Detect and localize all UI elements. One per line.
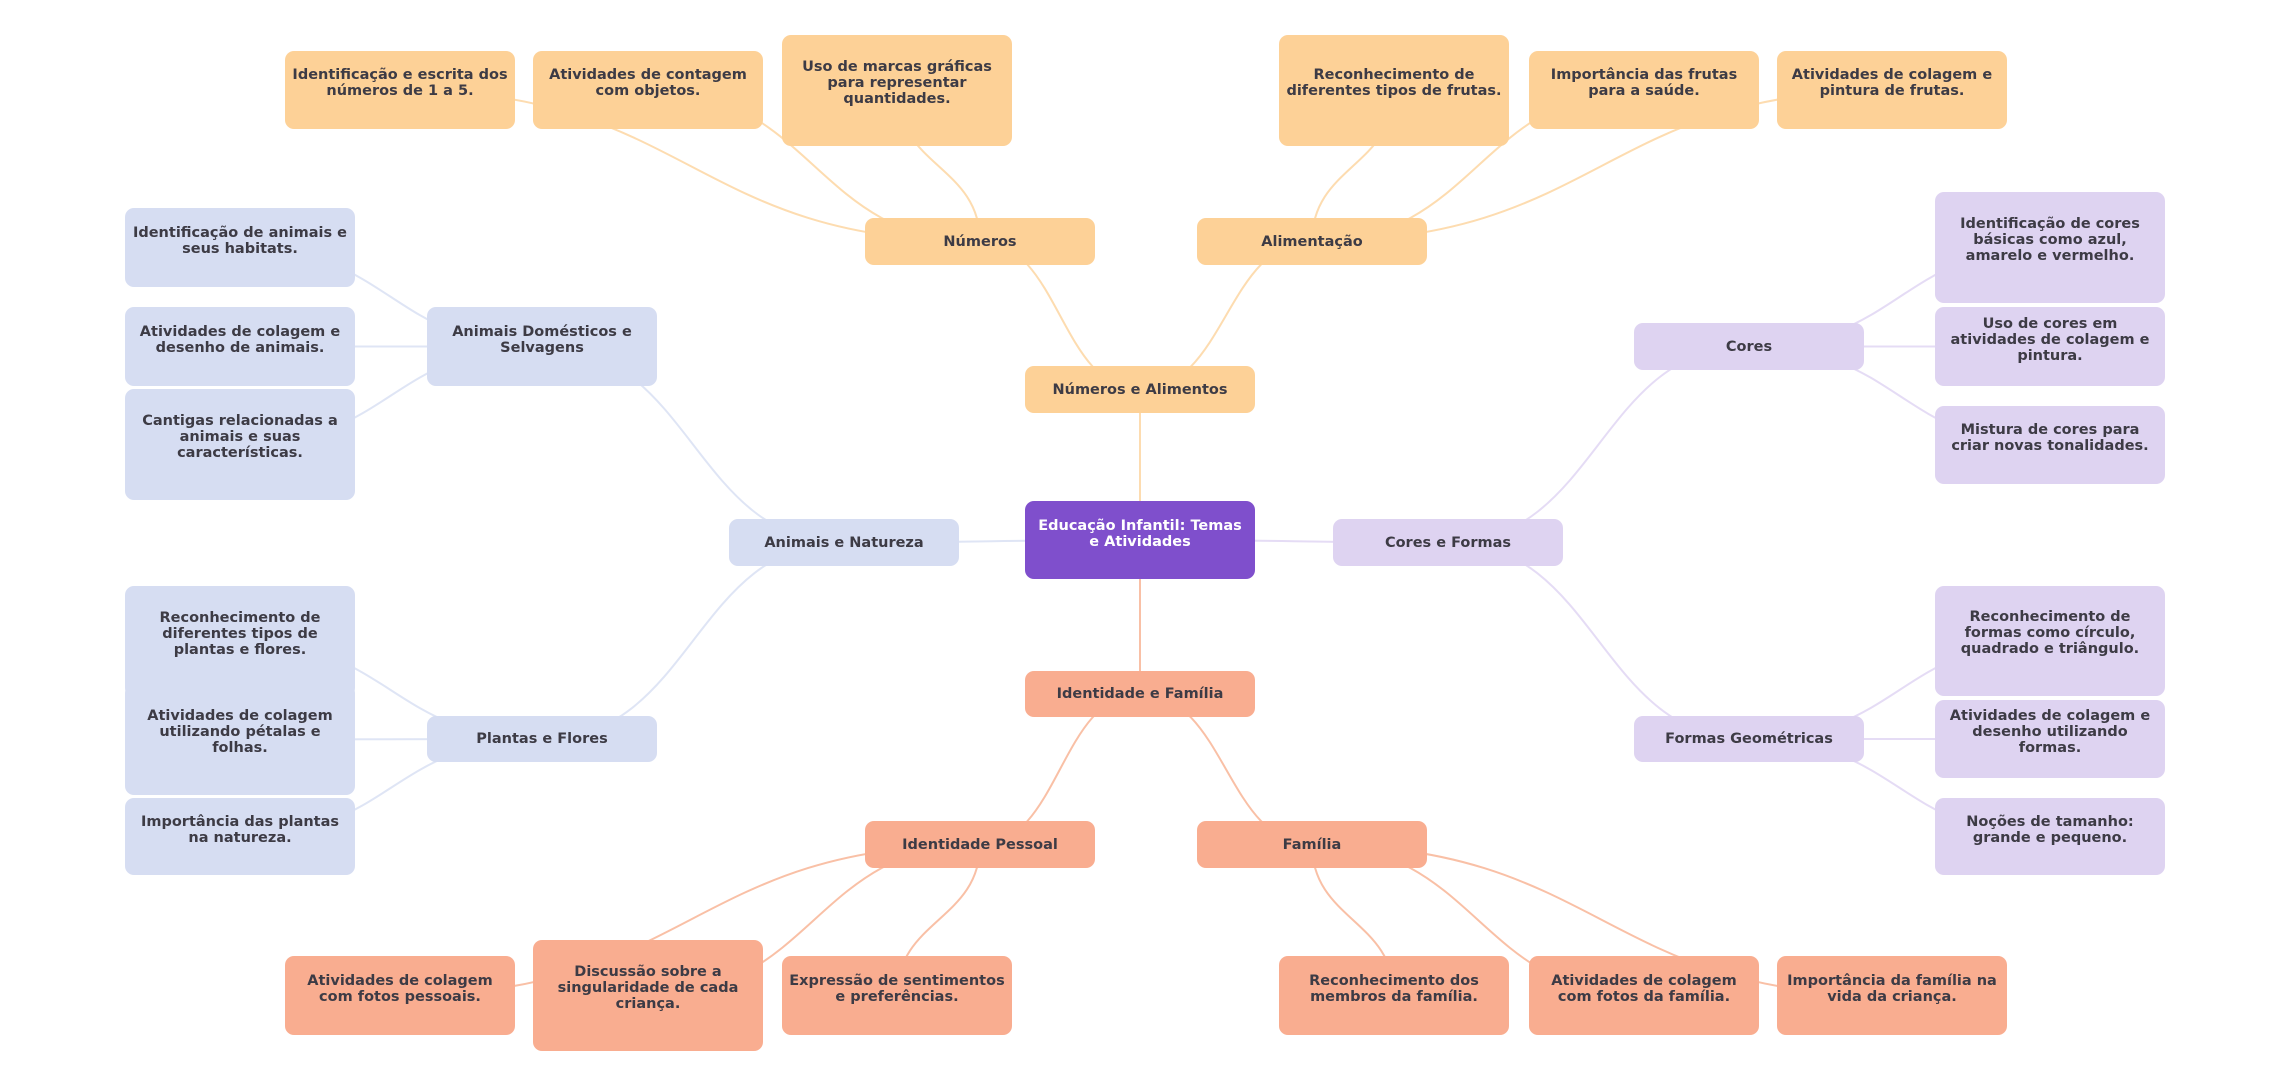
- leaf-node[interactable]: Importância das frutas para a saúde.: [1529, 51, 1759, 129]
- leaf-label: Atividades de colagem e desenho de anima…: [139, 323, 341, 356]
- leaf-node[interactable]: Uso de cores em atividades de colagem e …: [1935, 307, 2165, 386]
- leaf-node[interactable]: Noções de tamanho: grande e pequeno.: [1935, 798, 2165, 875]
- leaf-node[interactable]: Atividades de colagem e pintura de fruta…: [1777, 51, 2007, 129]
- leaf-node[interactable]: Reconhecimento de diferentes tipos de pl…: [125, 586, 355, 697]
- leaf-node[interactable]: Atividades de colagem com fotos pessoais…: [285, 956, 515, 1035]
- leaf-label: Discussão sobre a singularidade de cada …: [557, 963, 739, 1012]
- branch-label: Animais e Natureza: [764, 534, 924, 551]
- leaf-node[interactable]: Reconhecimento dos membros da família.: [1279, 956, 1509, 1035]
- topic-node-familia[interactable]: Família: [1197, 821, 1427, 868]
- leaf-node[interactable]: Reconhecimento de diferentes tipos de fr…: [1279, 35, 1509, 146]
- root-node-label: Educação Infantil: Temas e Atividades: [1038, 518, 1242, 550]
- leaf-label: Reconhecimento de diferentes tipos de pl…: [159, 609, 321, 658]
- topic-label: Alimentação: [1261, 233, 1363, 250]
- connector-line: [1447, 345, 1750, 544]
- leaf-label: Atividades de colagem e desenho utilizan…: [1949, 708, 2151, 756]
- topic-node-numeros[interactable]: Números: [865, 218, 1095, 265]
- topic-node-alimentacao[interactable]: Alimentação: [1197, 218, 1427, 265]
- leaf-label: Atividades de colagem utilizando pétalas…: [147, 707, 333, 756]
- topic-label: Família: [1282, 836, 1342, 853]
- leaf-label: Cantigas relacionadas a animais e suas c…: [142, 412, 338, 461]
- branch-node-identidade-e-familia[interactable]: Identidade e Família: [1025, 671, 1255, 717]
- branch-node-animais-e-natureza[interactable]: Animais e Natureza: [729, 519, 959, 566]
- leaf-node[interactable]: Atividades de colagem e desenho de anima…: [125, 307, 355, 386]
- leaf-node[interactable]: Cantigas relacionadas a animais e suas c…: [125, 389, 355, 500]
- topic-label: Números: [943, 233, 1017, 250]
- leaf-label: Noções de tamanho: grande e pequeno.: [1966, 813, 2134, 846]
- leaf-node[interactable]: Identificação de cores básicas como azul…: [1935, 192, 2165, 303]
- leaf-label: Atividades de colagem e pintura de fruta…: [1791, 67, 1993, 99]
- leaf-label: Uso de marcas gráficas para representar …: [802, 58, 992, 107]
- topic-node-plantas-e-flores[interactable]: Plantas e Flores: [427, 716, 657, 762]
- leaf-node[interactable]: Identificação e escrita dos números de 1…: [285, 51, 515, 129]
- leaf-node[interactable]: Atividades de contagem com objetos.: [533, 51, 763, 129]
- branch-label: Identidade e Família: [1056, 686, 1224, 702]
- leaf-node[interactable]: Atividades de colagem e desenho utilizan…: [1935, 700, 2165, 778]
- root-node[interactable]: Educação Infantil: Temas e Atividades: [1025, 501, 1255, 579]
- topic-label: Plantas e Flores: [476, 731, 608, 747]
- topic-label: Animais Domésticos e Selvagens: [452, 323, 632, 356]
- leaf-label: Mistura de cores para criar novas tonali…: [1951, 422, 2149, 454]
- leaf-label: Importância das plantas na natureza.: [140, 813, 340, 846]
- topic-label: Cores: [1725, 338, 1773, 355]
- leaf-label: Importância das frutas para a saúde.: [1550, 67, 1738, 99]
- leaf-label: Reconhecimento dos membros da família.: [1309, 972, 1479, 1005]
- leaf-label: Uso de cores em atividades de colagem e …: [1950, 315, 2150, 364]
- leaf-label: Identificação de animais e seus habitats…: [132, 224, 348, 257]
- leaf-label: Importância da família na vida da crianç…: [1787, 972, 1997, 1005]
- topic-label: Formas Geométricas: [1665, 731, 1833, 747]
- leaf-node[interactable]: Reconhecimento de formas como círculo, q…: [1935, 586, 2165, 696]
- topic-label: Identidade Pessoal: [902, 836, 1058, 853]
- leaf-label: Atividades de colagem com fotos pessoais…: [307, 972, 493, 1005]
- branch-label: Números e Alimentos: [1052, 381, 1228, 398]
- leaf-node[interactable]: Expressão de sentimentos e preferências.: [782, 956, 1012, 1035]
- leaf-node[interactable]: Identificação de animais e seus habitats…: [125, 208, 355, 287]
- leaf-label: Identificação e escrita dos números de 1…: [292, 67, 508, 99]
- connector-line: [541, 541, 845, 740]
- leaf-node[interactable]: Atividades de colagem com fotos da famíl…: [1529, 956, 1759, 1035]
- connector-line: [1447, 541, 1750, 740]
- branch-label: Cores e Formas: [1384, 534, 1512, 551]
- leaf-node[interactable]: Importância da família na vida da crianç…: [1777, 956, 2007, 1035]
- leaf-label: Atividades de contagem com objetos.: [549, 67, 747, 99]
- leaf-label: Expressão de sentimentos e preferências.: [789, 972, 1005, 1005]
- leaf-node[interactable]: Discussão sobre a singularidade de cada …: [533, 940, 763, 1051]
- leaf-label: Atividades de colagem com fotos da famíl…: [1551, 972, 1737, 1005]
- leaf-node[interactable]: Mistura de cores para criar novas tonali…: [1935, 406, 2165, 484]
- branch-node-numeros-e-alimentos[interactable]: Números e Alimentos: [1025, 366, 1255, 413]
- leaf-label: Identificação de cores básicas como azul…: [1960, 215, 2140, 264]
- topic-node-animais-domesticos-e-selvagens[interactable]: Animais Domésticos e Selvagens: [427, 307, 657, 386]
- topic-node-identidade-pessoal[interactable]: Identidade Pessoal: [865, 821, 1095, 868]
- topic-node-formas-geometricas[interactable]: Formas Geométricas: [1634, 716, 1864, 762]
- branch-node-cores-e-formas[interactable]: Cores e Formas: [1333, 519, 1563, 566]
- leaf-node[interactable]: Uso de marcas gráficas para representar …: [782, 35, 1012, 146]
- leaf-label: Reconhecimento de formas como círculo, q…: [1960, 609, 2140, 657]
- topic-node-cores[interactable]: Cores: [1634, 323, 1864, 370]
- leaf-label: Reconhecimento de diferentes tipos de fr…: [1286, 66, 1502, 99]
- leaf-node[interactable]: Atividades de colagem utilizando pétalas…: [125, 684, 355, 795]
- leaf-node[interactable]: Importância das plantas na natureza.: [125, 798, 355, 875]
